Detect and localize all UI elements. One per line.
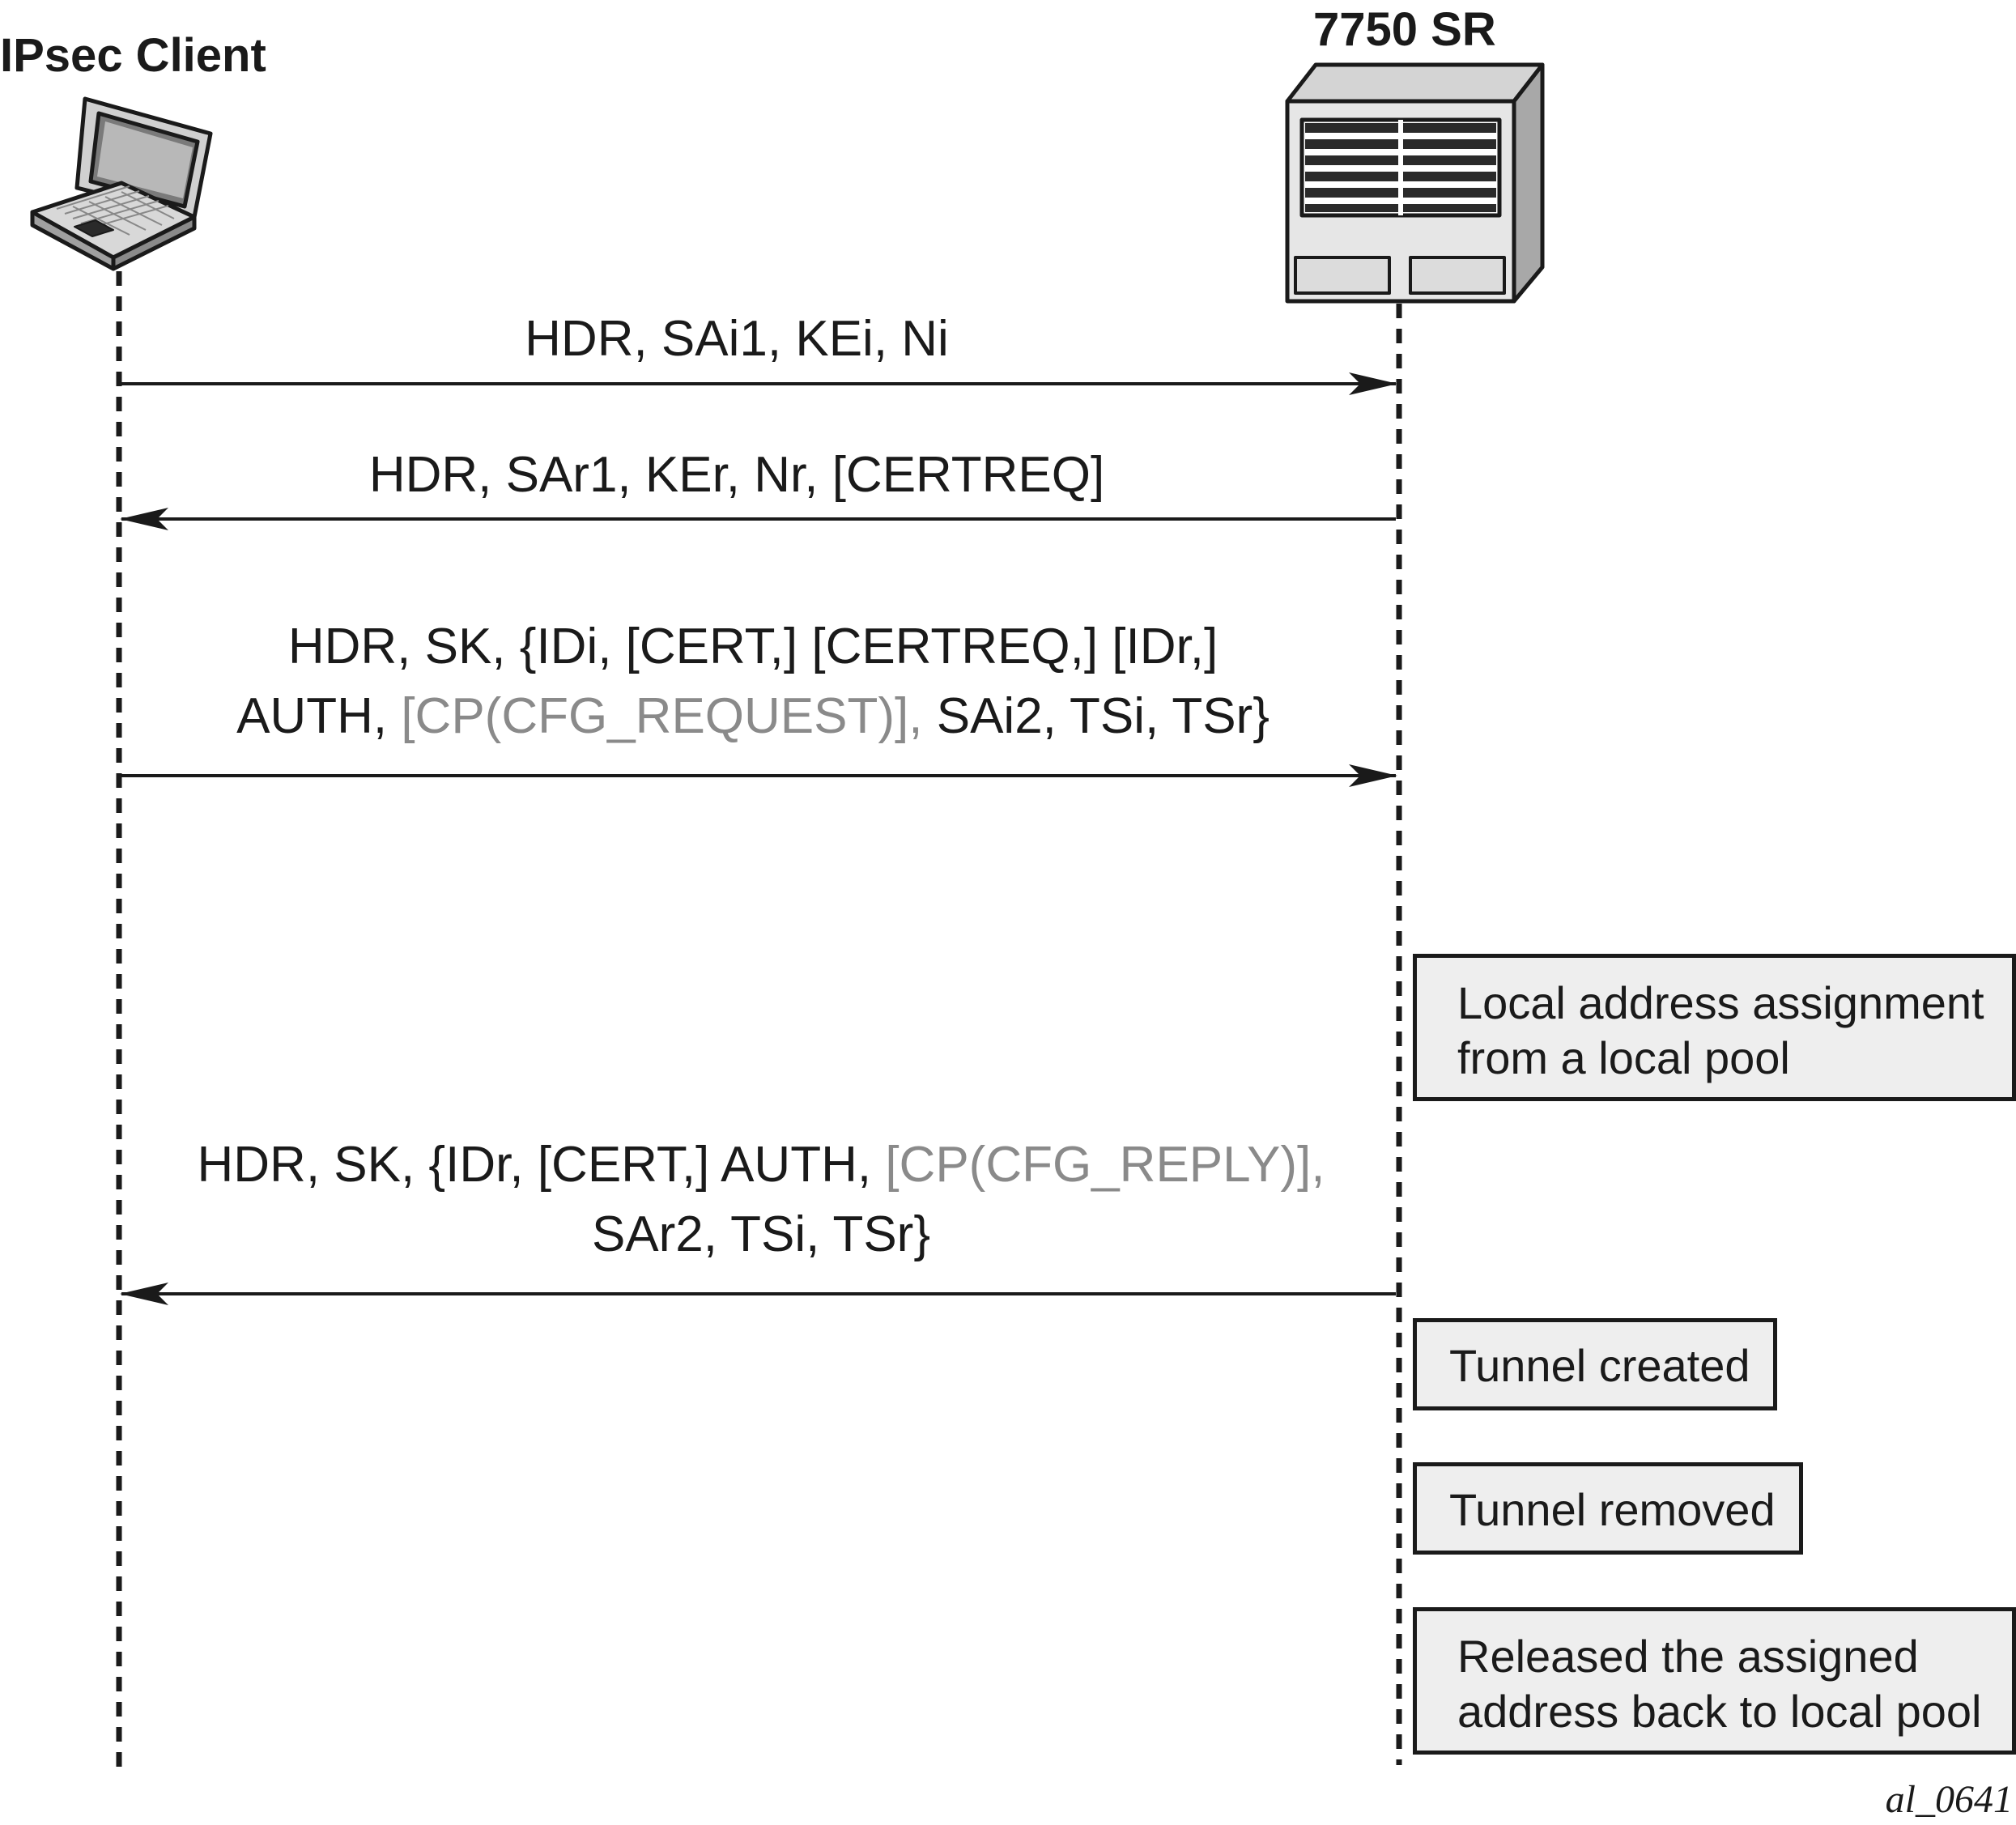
note-local-address-assignment: Local address assignment from a local po…: [1413, 954, 2016, 1101]
message-4-line-1: HDR, SK, {IDr, [CERT,] AUTH, [CP(CFG_REP…: [197, 1137, 1325, 1193]
note-3-line-1: Tunnel removed: [1449, 1484, 1776, 1535]
message-4-line-2: SAr2, TSi, TSr}: [591, 1206, 931, 1262]
note-1-line-1: Local address assignment: [1457, 977, 1984, 1028]
message-1-text: HDR, SAi1, KEi, Ni: [525, 311, 949, 367]
message-label-4: HDR, SK, {IDr, [CERT,] AUTH, [CP(CFG_REP…: [121, 1130, 1401, 1270]
note-released-address: Released the assigned address back to lo…: [1413, 1607, 2016, 1755]
router-label: 7750 SR: [1313, 3, 1496, 56]
message-label-2: HDR, SAr1, KEr, Nr, [CERTREQ]: [121, 440, 1352, 510]
note-4-line-2: address back to local pool: [1457, 1686, 1982, 1737]
router-chassis-icon: [1285, 62, 1545, 304]
cfg-reply-payload: [CP(CFG_REPLY)],: [885, 1137, 1325, 1193]
figure-id: al_0641: [1885, 1778, 2013, 1821]
laptop-icon: [30, 96, 213, 271]
cfg-request-payload: [CP(CFG_REQUEST)],: [401, 688, 923, 744]
message-2-text: HDR, SAr1, KEr, Nr, [CERTREQ]: [368, 447, 1105, 503]
message-label-3: HDR, SK, {IDi, [CERT,] [CERTREQ,] [IDr,]…: [121, 612, 1384, 751]
note-4-line-1: Released the assigned: [1457, 1631, 1919, 1682]
message-3-line-1: HDR, SK, {IDi, [CERT,] [CERTREQ,] [IDr,]: [287, 619, 1219, 674]
note-tunnel-created: Tunnel created: [1413, 1318, 1777, 1410]
note-1-line-2: from a local pool: [1457, 1032, 1790, 1083]
client-label: IPsec Client: [0, 29, 266, 82]
note-tunnel-removed: Tunnel removed: [1413, 1462, 1803, 1555]
message-3-line-2: AUTH, [CP(CFG_REQUEST)], SAi2, TSi, TSr}: [236, 688, 1270, 744]
note-2-line-1: Tunnel created: [1449, 1340, 1750, 1391]
message-label-1: HDR, SAi1, KEi, Ni: [121, 304, 1352, 374]
